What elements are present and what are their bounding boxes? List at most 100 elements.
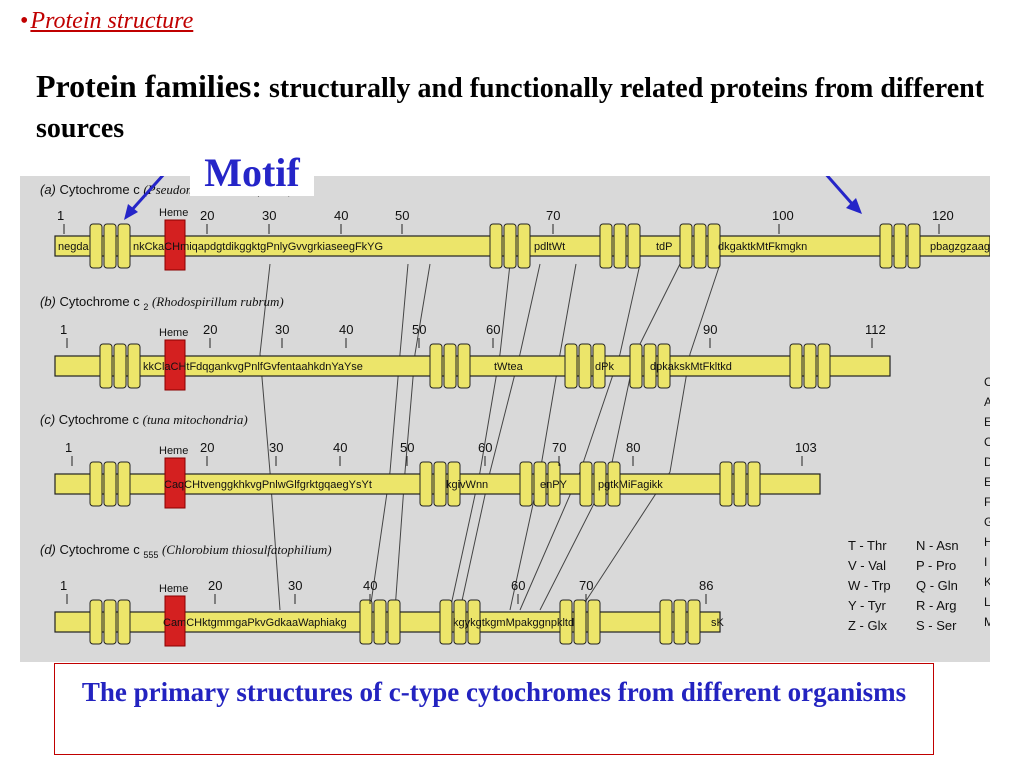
ribbon-fold [627, 223, 641, 269]
residue-number: 70 [552, 440, 566, 455]
panel-tag: (d) [40, 542, 60, 557]
heme-marker [164, 595, 186, 647]
legend-edge-letter: M [984, 615, 990, 629]
ribbon-fold [789, 343, 803, 389]
residue-number: 30 [275, 322, 289, 337]
ribbon-fold [578, 343, 592, 389]
ribbon-fold [99, 343, 113, 389]
ribbon-fold [103, 461, 117, 507]
homology-line [394, 263, 431, 611]
heme-label: Heme [159, 327, 188, 339]
caption-text: The primary structures of c-type cytochr… [81, 677, 907, 707]
legend-entry: V - Val [848, 558, 887, 573]
ribbon-fold [673, 599, 687, 645]
legend-row: W - Trp Q - Gln [848, 578, 988, 598]
residue-number: 30 [262, 208, 276, 223]
legend-edge-letter: K [984, 575, 990, 589]
cytochrome-figure: (a) Cytochrome c (Pseudomonas denitrific… [20, 176, 990, 662]
panel-title: (b) Cytochrome c 2 (Rhodospirillum rubru… [40, 294, 284, 312]
ribbon-fold [593, 461, 607, 507]
sequence-segment: CaqCHtvenggkhkvgPnlwGlfgrktgqaegYsYt [164, 479, 372, 491]
ribbon-fold [439, 599, 453, 645]
ribbon-fold [89, 599, 103, 645]
homology-line [449, 263, 511, 611]
ribbon-fold [599, 223, 613, 269]
legend-entry: Y - Tyr [848, 598, 886, 613]
sequence-segment: kgivWnn [446, 479, 488, 491]
ribbon-fold [453, 599, 467, 645]
sequence-segment: pdltWt [534, 241, 565, 253]
homology-line [509, 263, 577, 611]
panel-name: Cytochrome c [60, 294, 144, 309]
sequence-segment: dkgaktkMtFkmgkn [718, 241, 807, 253]
ribbon-fold [467, 599, 481, 645]
ribbon-fold [89, 223, 103, 269]
residue-number: 70 [546, 208, 560, 223]
ribbon-fold [687, 599, 701, 645]
legend-edge-letter: E [984, 415, 990, 429]
caption-box: The primary structures of c-type cytochr… [54, 663, 934, 755]
ribbon-fold [103, 223, 117, 269]
sequence-segment: pbagzgzaag [930, 241, 990, 253]
residue-number: 50 [400, 440, 414, 455]
sequence-segment: dpkakskMtFkltkd [650, 361, 732, 373]
sequence-segment: pgtkMiFagikk [598, 479, 663, 491]
residue-number: 1 [60, 322, 67, 337]
legend-edge-letter: C [984, 375, 990, 389]
motif-label: Motif [190, 150, 314, 196]
ribbon-fold [503, 223, 517, 269]
sequence-segment: tWtea [494, 361, 524, 373]
ribbon-fold [579, 461, 593, 507]
residue-number: 50 [395, 208, 409, 223]
legend-edge-letter: D [984, 455, 990, 469]
ribbon-fold [592, 343, 606, 389]
ribbon-fold [679, 223, 693, 269]
ribbon-fold [817, 343, 831, 389]
ribbon-fold [607, 461, 621, 507]
ribbon-fold [643, 343, 657, 389]
homology-line [459, 263, 541, 611]
ribbon-fold [117, 461, 131, 507]
legend-entry: S - Ser [916, 618, 957, 633]
legend-entry: W - Trp [848, 578, 891, 593]
legend-edge-letter: H [984, 535, 990, 549]
ribbon-fold [747, 461, 761, 507]
legend-entry: Q - Gln [916, 578, 958, 593]
panel-organism: (tuna mitochondria) [143, 412, 248, 427]
legend-entry: R - Arg [916, 598, 957, 613]
ribbon-fold [373, 599, 387, 645]
residue-number: 50 [412, 322, 426, 337]
legend-entry: N - Asn [916, 538, 959, 553]
residue-number: 120 [932, 208, 954, 223]
ribbon-fold [659, 599, 673, 645]
ribbon-fold [429, 343, 443, 389]
homology-line [519, 263, 641, 611]
ribbon-fold [387, 599, 401, 645]
topic-link[interactable]: Protein structure [30, 8, 194, 34]
ribbon-fold [564, 343, 578, 389]
legend-edge-letter: G [984, 515, 990, 529]
motif-arrow-right [825, 176, 856, 207]
legend-entry: Z - Glx [848, 618, 887, 633]
homology-line [259, 263, 281, 611]
panel-name: Cytochrome c [60, 542, 144, 557]
panel-subscript: 2 [143, 302, 148, 312]
motif-arrow-left [128, 176, 165, 214]
panel-title: (d) Cytochrome c 555 (Chlorobium thiosul… [40, 542, 332, 560]
ribbon-fold [613, 223, 627, 269]
residue-number: 80 [626, 440, 640, 455]
ribbon-fold [803, 343, 817, 389]
sequence-segment: kgykgtkgmMpakggnpkltd [453, 617, 574, 629]
legend-edge-letter: C [984, 435, 990, 449]
residue-number: 1 [60, 578, 67, 593]
homology-line [539, 263, 681, 611]
ribbon-fold [707, 223, 721, 269]
sequence-segment: kkClaCHtFdqgankvgPnlfGvfentaahkdnYaYse [143, 361, 363, 373]
sequence-segment: CamCHktgmmgaPkvGdkaaWaphiakg [163, 617, 347, 629]
heading-term: Protein families: [36, 68, 263, 104]
residue-number: 112 [865, 322, 886, 337]
sequence-segment: enPY [540, 479, 568, 491]
sequence-segment: sK [711, 617, 725, 629]
